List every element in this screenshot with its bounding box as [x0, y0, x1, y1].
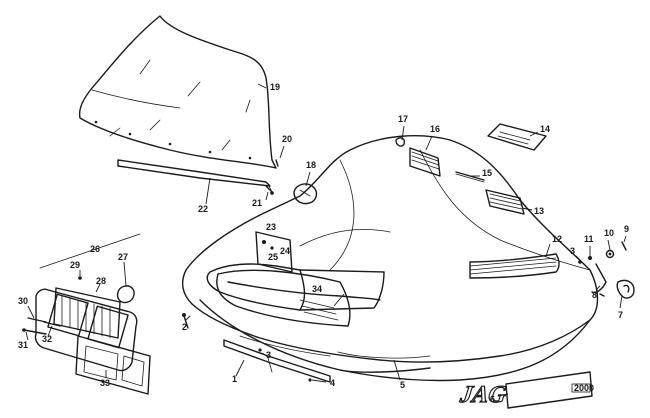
callout-7: 7	[618, 310, 623, 320]
console-plate	[255, 231, 293, 273]
callout-33: 33	[100, 378, 110, 388]
callout-4: 4	[330, 378, 335, 388]
front-screw	[182, 313, 189, 329]
decal-plate	[487, 123, 547, 151]
callout-32: 32	[42, 334, 52, 344]
callout-8: 8	[592, 290, 597, 300]
hood	[181, 134, 599, 382]
vent-decal	[455, 171, 485, 183]
jag-decal: JAG 2000	[457, 371, 594, 409]
callout-28: 28	[96, 276, 106, 286]
callout-5: 5	[400, 380, 405, 390]
lower-bracket	[223, 339, 331, 383]
right-vent	[485, 189, 525, 215]
callout-3b: 3	[570, 246, 575, 256]
callout-25: 25	[268, 252, 278, 262]
left-vent	[409, 147, 441, 177]
callout-27: 27	[118, 252, 128, 262]
callout-23: 23	[266, 222, 276, 232]
callout-16: 16	[430, 124, 440, 134]
windshield-trim	[117, 159, 273, 193]
callout-22: 22	[198, 204, 208, 214]
callout-12: 12	[552, 234, 562, 244]
hood-plug	[293, 183, 318, 205]
callout-labels: 19 20 21 22 18 17 16 14 15 13 12 23 24 2…	[18, 82, 629, 404]
callout-10: 10	[604, 228, 614, 238]
callout-3: 3	[266, 350, 271, 360]
floor-mat	[216, 269, 351, 327]
callout-31: 31	[18, 340, 28, 350]
callout-9: 9	[624, 224, 629, 234]
callout-11: 11	[584, 234, 594, 244]
callout-13: 13	[534, 206, 544, 216]
callout-30: 30	[18, 296, 28, 306]
callout-15: 15	[482, 168, 492, 178]
callout-34: 34	[312, 284, 322, 294]
callout-17: 17	[398, 114, 408, 124]
callout-19: 19	[270, 82, 280, 92]
callout-2: 2	[182, 322, 187, 332]
hood-clip	[395, 137, 406, 147]
callout-14: 14	[540, 124, 550, 134]
hood-latch-hardware	[578, 241, 635, 299]
callout-18: 18	[306, 160, 316, 170]
callout-20: 20	[282, 134, 292, 144]
leader-lines	[25, 83, 627, 397]
jag-logo-text: JAG	[458, 382, 509, 408]
headlight-assembly	[22, 233, 151, 395]
callout-26: 26	[90, 244, 100, 254]
callout-24: 24	[280, 246, 290, 256]
callout-29: 29	[70, 260, 80, 270]
callout-6: 6	[490, 394, 495, 404]
callout-1: 1	[232, 374, 237, 384]
jag-small-text: 2000	[574, 383, 594, 393]
windshield-screws	[265, 159, 279, 195]
windshield	[78, 15, 277, 169]
callout-21: 21	[252, 198, 262, 208]
